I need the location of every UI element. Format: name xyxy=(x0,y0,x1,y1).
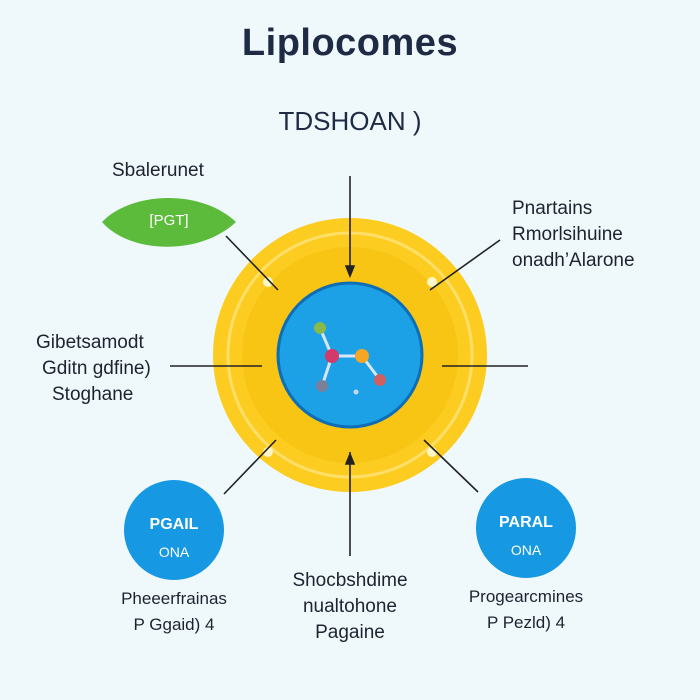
badge-left-text: PGAIL ONA xyxy=(124,516,224,560)
badge-right-line2: ONA xyxy=(510,542,542,558)
ring-dot xyxy=(427,277,437,287)
page-subtitle: TDSHOAN ) xyxy=(278,106,422,136)
leaf-icon xyxy=(102,197,236,247)
badge-left xyxy=(124,480,224,580)
badge-left-line2: ONA xyxy=(158,544,190,560)
ring-dot xyxy=(263,447,273,457)
label-top-left: Sbalerunet xyxy=(112,160,204,181)
label-top-right-line2: Rmorlsihuine xyxy=(512,224,623,245)
label-top-right-line3: onadh’Alarone xyxy=(512,250,635,271)
caption-bottom-right-line1: Progearcmines xyxy=(468,587,584,606)
caption-bottom-right-line2: P Pezld) 4 xyxy=(486,613,566,632)
caption-bottom-left-line2: P Ggaid) 4 xyxy=(133,615,215,634)
label-mid-left-line3: Stoghane xyxy=(52,384,134,405)
badge-right-line1: PARAL xyxy=(499,514,553,531)
label-bottom-center: Shocbshdime nualtohone Pagaine xyxy=(250,568,450,646)
badge-right xyxy=(476,478,576,578)
badge-left-line1: PGAIL xyxy=(149,516,199,533)
pointer-lines xyxy=(170,176,528,556)
ring-dot xyxy=(263,277,273,287)
label-mid-left-line2: Gditn gdfine) xyxy=(42,358,151,379)
badge-right-text: PARAL ONA xyxy=(476,514,576,558)
page-title: Liplocomes xyxy=(241,22,459,64)
caption-bottom-left: Pheeerfrainas P Ggaid) 4 xyxy=(94,586,254,638)
label-bottom-center-line3: Pagaine xyxy=(315,622,385,643)
label-bottom-center-line1: Shocbshdime xyxy=(292,570,408,591)
leaf-label: [PGT] xyxy=(149,212,189,229)
label-mid-left-line1: Gibetsamodt xyxy=(36,332,144,353)
caption-bottom-right: Progearcmines P Pezld) 4 xyxy=(446,584,606,636)
label-mid-left: Gibetsamodt Gditn gdfine) Stoghane xyxy=(36,330,151,408)
label-bottom-center-line2: nualtohone xyxy=(302,596,398,617)
molecule-icon xyxy=(314,322,386,395)
caption-bottom-left-line1: Pheeerfrainas xyxy=(121,589,227,608)
label-top-right: Pnartains Rmorlsihuine onadh’Alarone xyxy=(512,196,635,274)
label-top-right-line1: Pnartains xyxy=(512,198,593,219)
